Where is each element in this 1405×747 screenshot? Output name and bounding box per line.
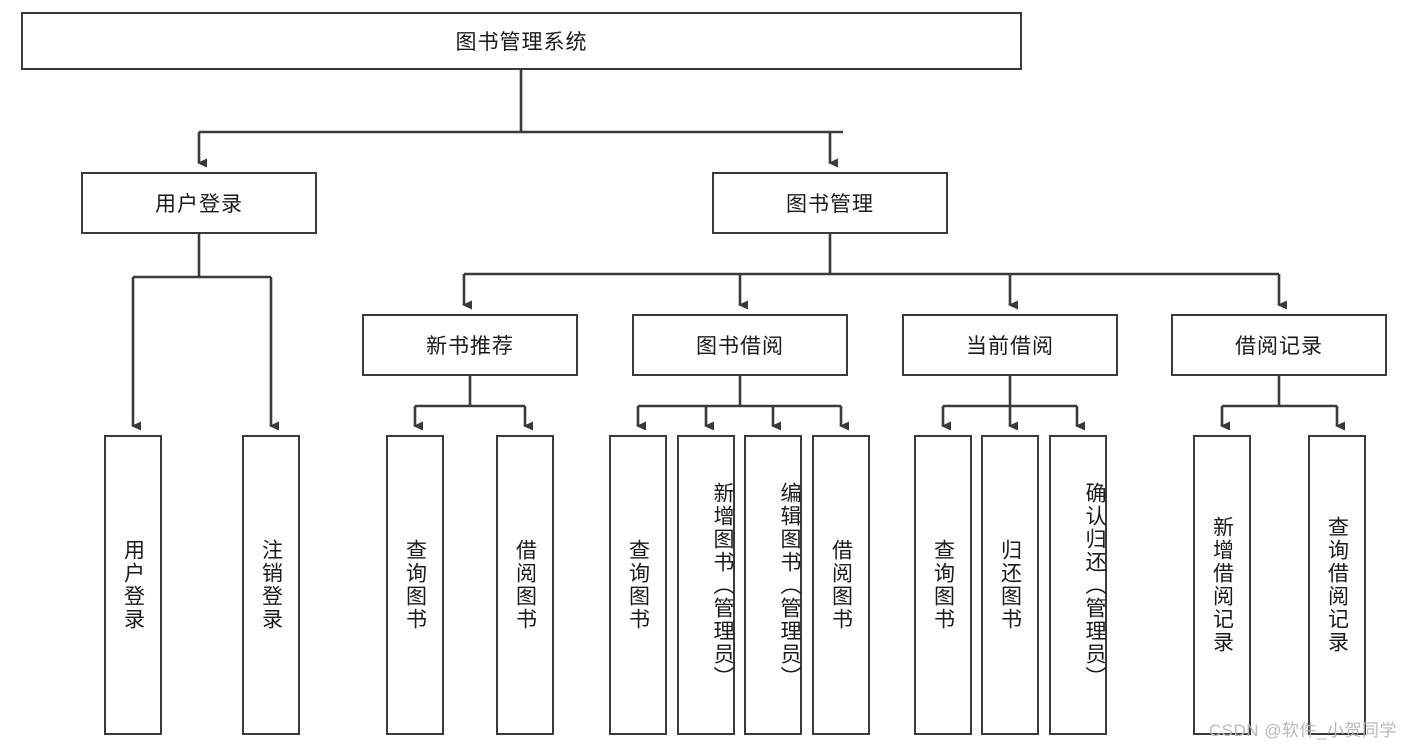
watermark: CSDN @软件_小贺同学: [1208, 721, 1397, 740]
node-leaf-return-book[interactable]: 归还图书: [981, 435, 1039, 735]
node-leaf-confirm-return[interactable]: 确认归还（管理员）: [1049, 435, 1107, 735]
node-leaf-add-record[interactable]: 新增借阅记录: [1193, 435, 1251, 735]
node-leaf-borrow-book-2[interactable]: 借阅图书: [812, 435, 870, 735]
node-label: 新书推荐: [426, 335, 514, 358]
node-label: 归还图书: [998, 539, 1022, 631]
node-user-login[interactable]: 用户登录: [81, 172, 317, 234]
node-label: 新增借阅记录: [1210, 516, 1234, 654]
node-label: 确认归还（管理员）: [1083, 481, 1106, 689]
node-leaf-query-book-2[interactable]: 查询图书: [609, 435, 667, 735]
node-label: 查询借阅记录: [1325, 516, 1349, 654]
node-label: 用户登录: [121, 539, 145, 631]
node-label: 当前借阅: [966, 335, 1054, 358]
node-label: 图书借阅: [696, 335, 784, 358]
node-label: 图书管理系统: [455, 31, 588, 54]
node-label: 借阅图书: [829, 539, 853, 631]
node-leaf-user-login[interactable]: 用户登录: [104, 435, 162, 735]
node-book-management-system[interactable]: 图书管理系统: [21, 12, 1022, 70]
node-new-book-recommend[interactable]: 新书推荐: [362, 314, 578, 376]
node-leaf-add-book[interactable]: 新增图书（管理员）: [677, 435, 735, 735]
node-leaf-query-book-3[interactable]: 查询图书: [914, 435, 972, 735]
node-leaf-edit-book[interactable]: 编辑图书（管理员）: [744, 435, 802, 735]
node-leaf-borrow-book-1[interactable]: 借阅图书: [496, 435, 554, 735]
node-borrow-record[interactable]: 借阅记录: [1171, 314, 1387, 376]
node-label: 编辑图书（管理员）: [778, 481, 801, 689]
node-label: 用户登录: [155, 193, 243, 216]
node-label: 借阅记录: [1235, 335, 1323, 358]
node-label: 图书管理: [786, 193, 874, 216]
node-book-management[interactable]: 图书管理: [712, 172, 948, 234]
node-label: 查询图书: [626, 539, 650, 631]
node-leaf-query-record[interactable]: 查询借阅记录: [1308, 435, 1366, 735]
node-leaf-logout-login[interactable]: 注销登录: [242, 435, 300, 735]
node-book-borrow[interactable]: 图书借阅: [632, 314, 848, 376]
node-label: 新增图书（管理员）: [711, 481, 734, 689]
node-label: 查询图书: [931, 539, 955, 631]
node-label: 查询图书: [403, 539, 427, 631]
node-label: 注销登录: [259, 539, 283, 631]
node-label: 借阅图书: [513, 539, 537, 631]
node-current-borrow[interactable]: 当前借阅: [902, 314, 1118, 376]
node-leaf-query-book-1[interactable]: 查询图书: [386, 435, 444, 735]
